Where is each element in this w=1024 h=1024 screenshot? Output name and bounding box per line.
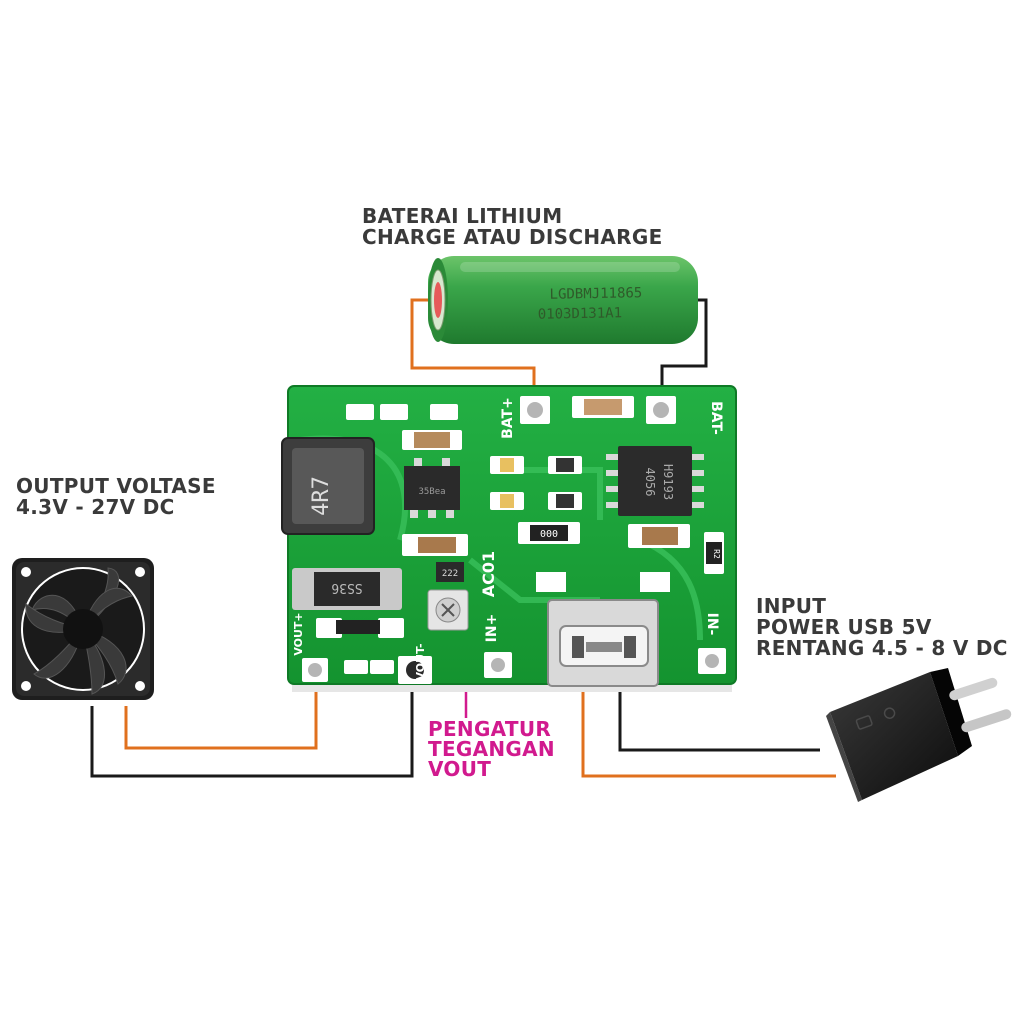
lithium-battery-icon: LGDBMJ11865 0103D131A1 bbox=[428, 256, 698, 344]
input-label-line-2: POWER USB 5V bbox=[756, 615, 932, 639]
output-label-line-2: 4.3V - 27V DC bbox=[16, 495, 175, 519]
chip-code-label: H9193 bbox=[661, 464, 675, 500]
inductor-label: 4R7 bbox=[309, 476, 334, 516]
silk-in-plus: IN+ bbox=[484, 614, 500, 643]
diode-label: SS36 bbox=[331, 580, 362, 595]
battery-negative-wire bbox=[660, 298, 708, 402]
chip-label: 4056 bbox=[643, 468, 657, 497]
silk-in-minus: IN- bbox=[704, 613, 720, 636]
battery-print-line-2: 0103D131A1 bbox=[538, 305, 623, 322]
micro-usb-port[interactable] bbox=[536, 572, 670, 687]
status-leds bbox=[490, 456, 582, 510]
battery-label-line-1: BATERAI LITHIUM bbox=[362, 204, 563, 228]
mosfet-label: 35Bea bbox=[418, 487, 445, 497]
adjust-label-line-1: PENGATUR bbox=[428, 717, 552, 741]
cooling-fan-icon bbox=[12, 558, 154, 700]
silk-bat-plus: BAT+ bbox=[500, 397, 516, 439]
diode: SS36 bbox=[292, 568, 402, 610]
adjust-label-line-3: VOUT bbox=[428, 757, 492, 781]
charger-boost-pcb-icon: 4R7 SS36 35Bea bbox=[281, 385, 737, 692]
battery-positive-wire bbox=[410, 298, 536, 402]
fan-negative-wire bbox=[90, 682, 414, 778]
charger-positive-wire bbox=[581, 690, 836, 778]
vout-adjust-label: PENGATUR TEGANGAN VOUT bbox=[428, 719, 555, 779]
r2-label: R2 bbox=[712, 549, 721, 559]
battery-print-line-1: LGDBMJ11865 bbox=[549, 285, 642, 303]
capacitors bbox=[402, 430, 690, 556]
output-label-line-1: OUTPUT VOLTASE bbox=[16, 474, 216, 498]
output-voltage-label: OUTPUT VOLTASE 4.3V - 27V DC bbox=[16, 476, 216, 518]
usb-wall-charger-icon bbox=[826, 668, 1012, 802]
mosfet: 35Bea bbox=[404, 458, 460, 518]
battery-label-line-2: CHARGE ATAU DISCHARGE bbox=[362, 225, 663, 249]
charger-chip: 4056 H9193 bbox=[606, 446, 704, 516]
input-label-line-3: RENTANG 4.5 - 8 V DC bbox=[756, 636, 1008, 660]
resistor-label: 000 bbox=[540, 529, 558, 540]
adjust-label-line-2: TEGANGAN bbox=[428, 737, 555, 761]
fan-positive-wire bbox=[124, 678, 318, 750]
inductor: 4R7 bbox=[281, 437, 375, 535]
pot-label: 222 bbox=[442, 569, 458, 579]
battery-label: BATERAI LITHIUM CHARGE ATAU DISCHARGE bbox=[362, 206, 663, 248]
silk-vout-minus: VOUT- bbox=[414, 643, 427, 680]
input-label-line-1: INPUT bbox=[756, 594, 827, 618]
terminal-pads bbox=[302, 396, 726, 684]
vout-potentiometer: 222 bbox=[427, 562, 469, 631]
input-power-label: INPUT POWER USB 5V RENTANG 4.5 - 8 V DC bbox=[756, 596, 1008, 659]
resistor: 000 bbox=[518, 522, 580, 544]
silk-bat-minus: BAT- bbox=[708, 401, 724, 435]
charger-negative-wire bbox=[618, 690, 820, 752]
silk-vout-plus: VOUT+ bbox=[292, 612, 305, 655]
silk-board-id: AC01 bbox=[479, 551, 498, 597]
